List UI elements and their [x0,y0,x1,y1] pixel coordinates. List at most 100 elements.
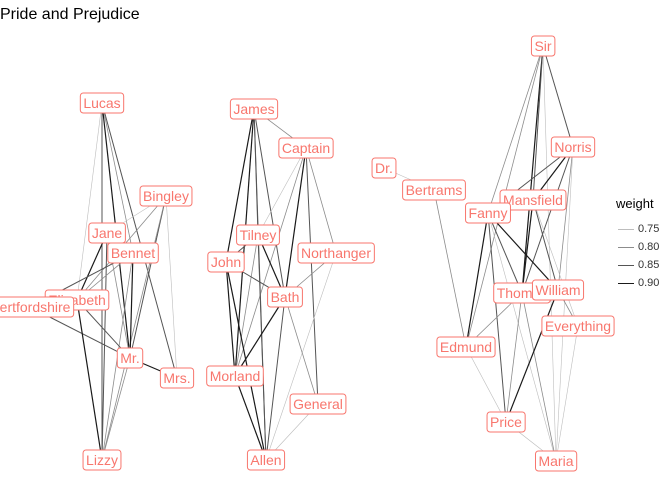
network-edge [557,146,574,291]
network-edge [101,102,134,254]
network-node: Bennet [107,242,159,264]
node-label: Captain [282,140,330,156]
legend-item: 0.80 [618,240,659,254]
node-label: Maria [538,453,573,469]
network-node: Lucas [79,92,125,114]
node-label: Tilney [240,227,277,243]
node-label: Price [490,414,522,430]
node-box [88,222,126,244]
network-node: Bertrams [402,179,466,201]
network-edge [101,357,131,461]
node-label: Edmund [440,339,492,355]
node-label: Norris [554,139,591,155]
network-node: Allen [246,449,286,471]
legend-item: 0.85 [618,258,659,272]
legend-label: 0.85 [638,259,660,271]
node-label: Bertrams [406,182,463,198]
plot-title: Pride and Prejudice [0,6,140,23]
network-edge [487,212,559,291]
network-node: Bath [267,286,303,308]
network-edge [234,147,307,377]
network-edge [433,189,467,348]
network-node: Fanny [465,202,511,224]
network-node: Sir [530,35,556,57]
network-node: General [289,393,347,415]
node-box [207,251,245,273]
node-label: James [233,101,274,117]
network-node: Dr. [371,157,397,179]
node-box [116,347,144,369]
node-box [550,136,596,158]
network-edge [76,102,103,301]
network-edge [521,292,557,462]
network-node: Mrs. [159,367,195,389]
node-box [79,92,125,114]
network-edge [487,212,557,462]
network-node: Lizzy [82,449,122,471]
node-label: Dr. [375,160,393,176]
network-node: Price [486,411,526,433]
network-edge [101,232,108,461]
node-label: Morland [210,368,261,384]
node-label: Everything [545,318,611,334]
node-box [246,449,286,471]
node-label: William [535,282,580,298]
node-layer: LucasBingleyJaneBennetElizabethHertfords… [0,35,615,472]
network-edge [505,289,559,423]
node-label: Fanny [469,205,508,221]
network-edge [532,199,579,327]
node-box [499,189,567,211]
network-node: Captain [278,137,334,159]
node-label: Mansfield [503,192,563,208]
network-node: Mansfield [499,189,567,211]
network-edge [265,296,286,461]
network-edge [76,232,108,301]
network-node: Tilney [236,224,280,246]
node-label: Lizzy [86,452,118,468]
network-edge [521,199,534,294]
network-node: John [207,251,245,273]
network-edge [521,146,574,294]
network-edge [542,45,574,148]
node-label: Northanger [301,245,371,261]
node-label: John [211,254,241,270]
network-node: Bingley [139,185,193,207]
node-box [278,137,334,159]
network-edge [76,299,103,461]
network-edge [505,292,523,423]
node-label: Lucas [83,95,120,111]
node-label: Bennet [111,245,155,261]
node-box [371,157,397,179]
network-edge [521,45,544,294]
legend-item: 0.75 [618,222,659,236]
network-node: Maria [534,450,578,472]
network-node: Morland [206,365,264,387]
network-node: Edmund [436,336,496,358]
network-edge [101,102,178,379]
legend-key [618,228,634,230]
legend-label: 0.90 [638,277,660,289]
node-box [486,411,526,433]
node-box [206,365,264,387]
network-edge [465,212,489,348]
network-edge [253,108,286,298]
network-edge [129,252,134,359]
legend-key [618,246,634,248]
node-box [236,224,280,246]
node-box [534,450,578,472]
network-edge [101,195,167,461]
node-label: Hertfordshire [0,299,71,315]
network-node: Everything [541,315,615,337]
node-label: Bingley [143,188,189,204]
node-label: Allen [250,452,281,468]
network-edge [234,296,286,377]
network-edge [555,325,579,462]
node-box [465,202,511,224]
node-box [159,367,195,389]
node-box [402,179,466,201]
network-node: James [229,98,279,120]
network-edge [257,234,267,461]
network-edge [305,147,319,405]
network-node: Mr. [116,347,144,369]
